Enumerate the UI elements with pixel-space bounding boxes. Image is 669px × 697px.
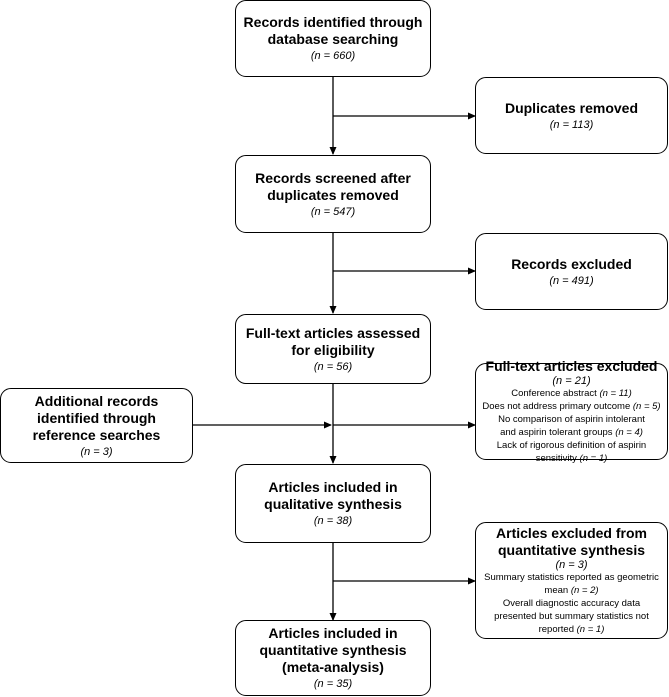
- node-count: (n = 491): [549, 274, 594, 287]
- box-records-excluded: Records excluded (n = 491): [475, 233, 668, 310]
- exclusion-reason: Lack of rigorous definition of aspirin s…: [496, 440, 647, 464]
- box-additional-records: Additional records identified through re…: [0, 388, 193, 463]
- node-count: (n = 56): [313, 360, 353, 373]
- node-title: Records identified through database sear…: [243, 14, 423, 47]
- box-records-screened: Records screened after duplicates remove…: [235, 155, 431, 233]
- box-fulltext-assessed: Full-text articles assessed for eligibil…: [235, 314, 431, 384]
- exclusion-reason: Conference abstract (n = 11): [511, 388, 632, 399]
- node-title: Articles included in quantitative synthe…: [259, 625, 407, 675]
- node-title: Records screened after duplicates remove…: [255, 169, 411, 203]
- node-count: (n = 21): [552, 375, 591, 387]
- exclusion-reason: Summary statistics reported as geometric…: [484, 572, 659, 596]
- exclusion-reason: No comparison of aspirin intolerant and …: [498, 414, 645, 438]
- box-qualitative-synthesis: Articles included in qualitative synthes…: [235, 464, 431, 543]
- exclusion-reason: Does not address primary outcome (n = 5): [482, 401, 661, 412]
- node-title: Additional records identified through re…: [32, 392, 161, 443]
- node-count: (n = 660): [310, 50, 356, 62]
- node-title: Full-text articles excluded: [485, 358, 658, 374]
- node-count: (n = 3): [80, 445, 113, 458]
- node-count: (n = 38): [313, 515, 353, 527]
- node-title: Full-text articles assessed for eligibil…: [245, 324, 421, 358]
- box-records-identified: Records identified through database sear…: [235, 0, 431, 77]
- node-count: (n = 547): [310, 205, 356, 218]
- node-count: (n = 113): [549, 118, 594, 131]
- node-title: Duplicates removed: [504, 99, 639, 116]
- box-quant-excluded: Articles excluded from quantitative synt…: [475, 522, 668, 639]
- exclusion-reason: Overall diagnostic accuracy data present…: [494, 598, 649, 635]
- node-title: Articles excluded from quantitative synt…: [496, 525, 647, 558]
- node-title: Records excluded: [511, 255, 632, 272]
- node-count: (n = 3): [555, 559, 588, 571]
- box-quantitative-synthesis: Articles included in quantitative synthe…: [235, 620, 431, 696]
- box-fulltext-excluded: Full-text articles excluded (n = 21) Con…: [475, 358, 668, 464]
- node-count: (n = 35): [313, 678, 353, 690]
- node-title: Articles included in qualitative synthes…: [264, 479, 402, 512]
- box-duplicates-removed: Duplicates removed (n = 113): [475, 77, 668, 154]
